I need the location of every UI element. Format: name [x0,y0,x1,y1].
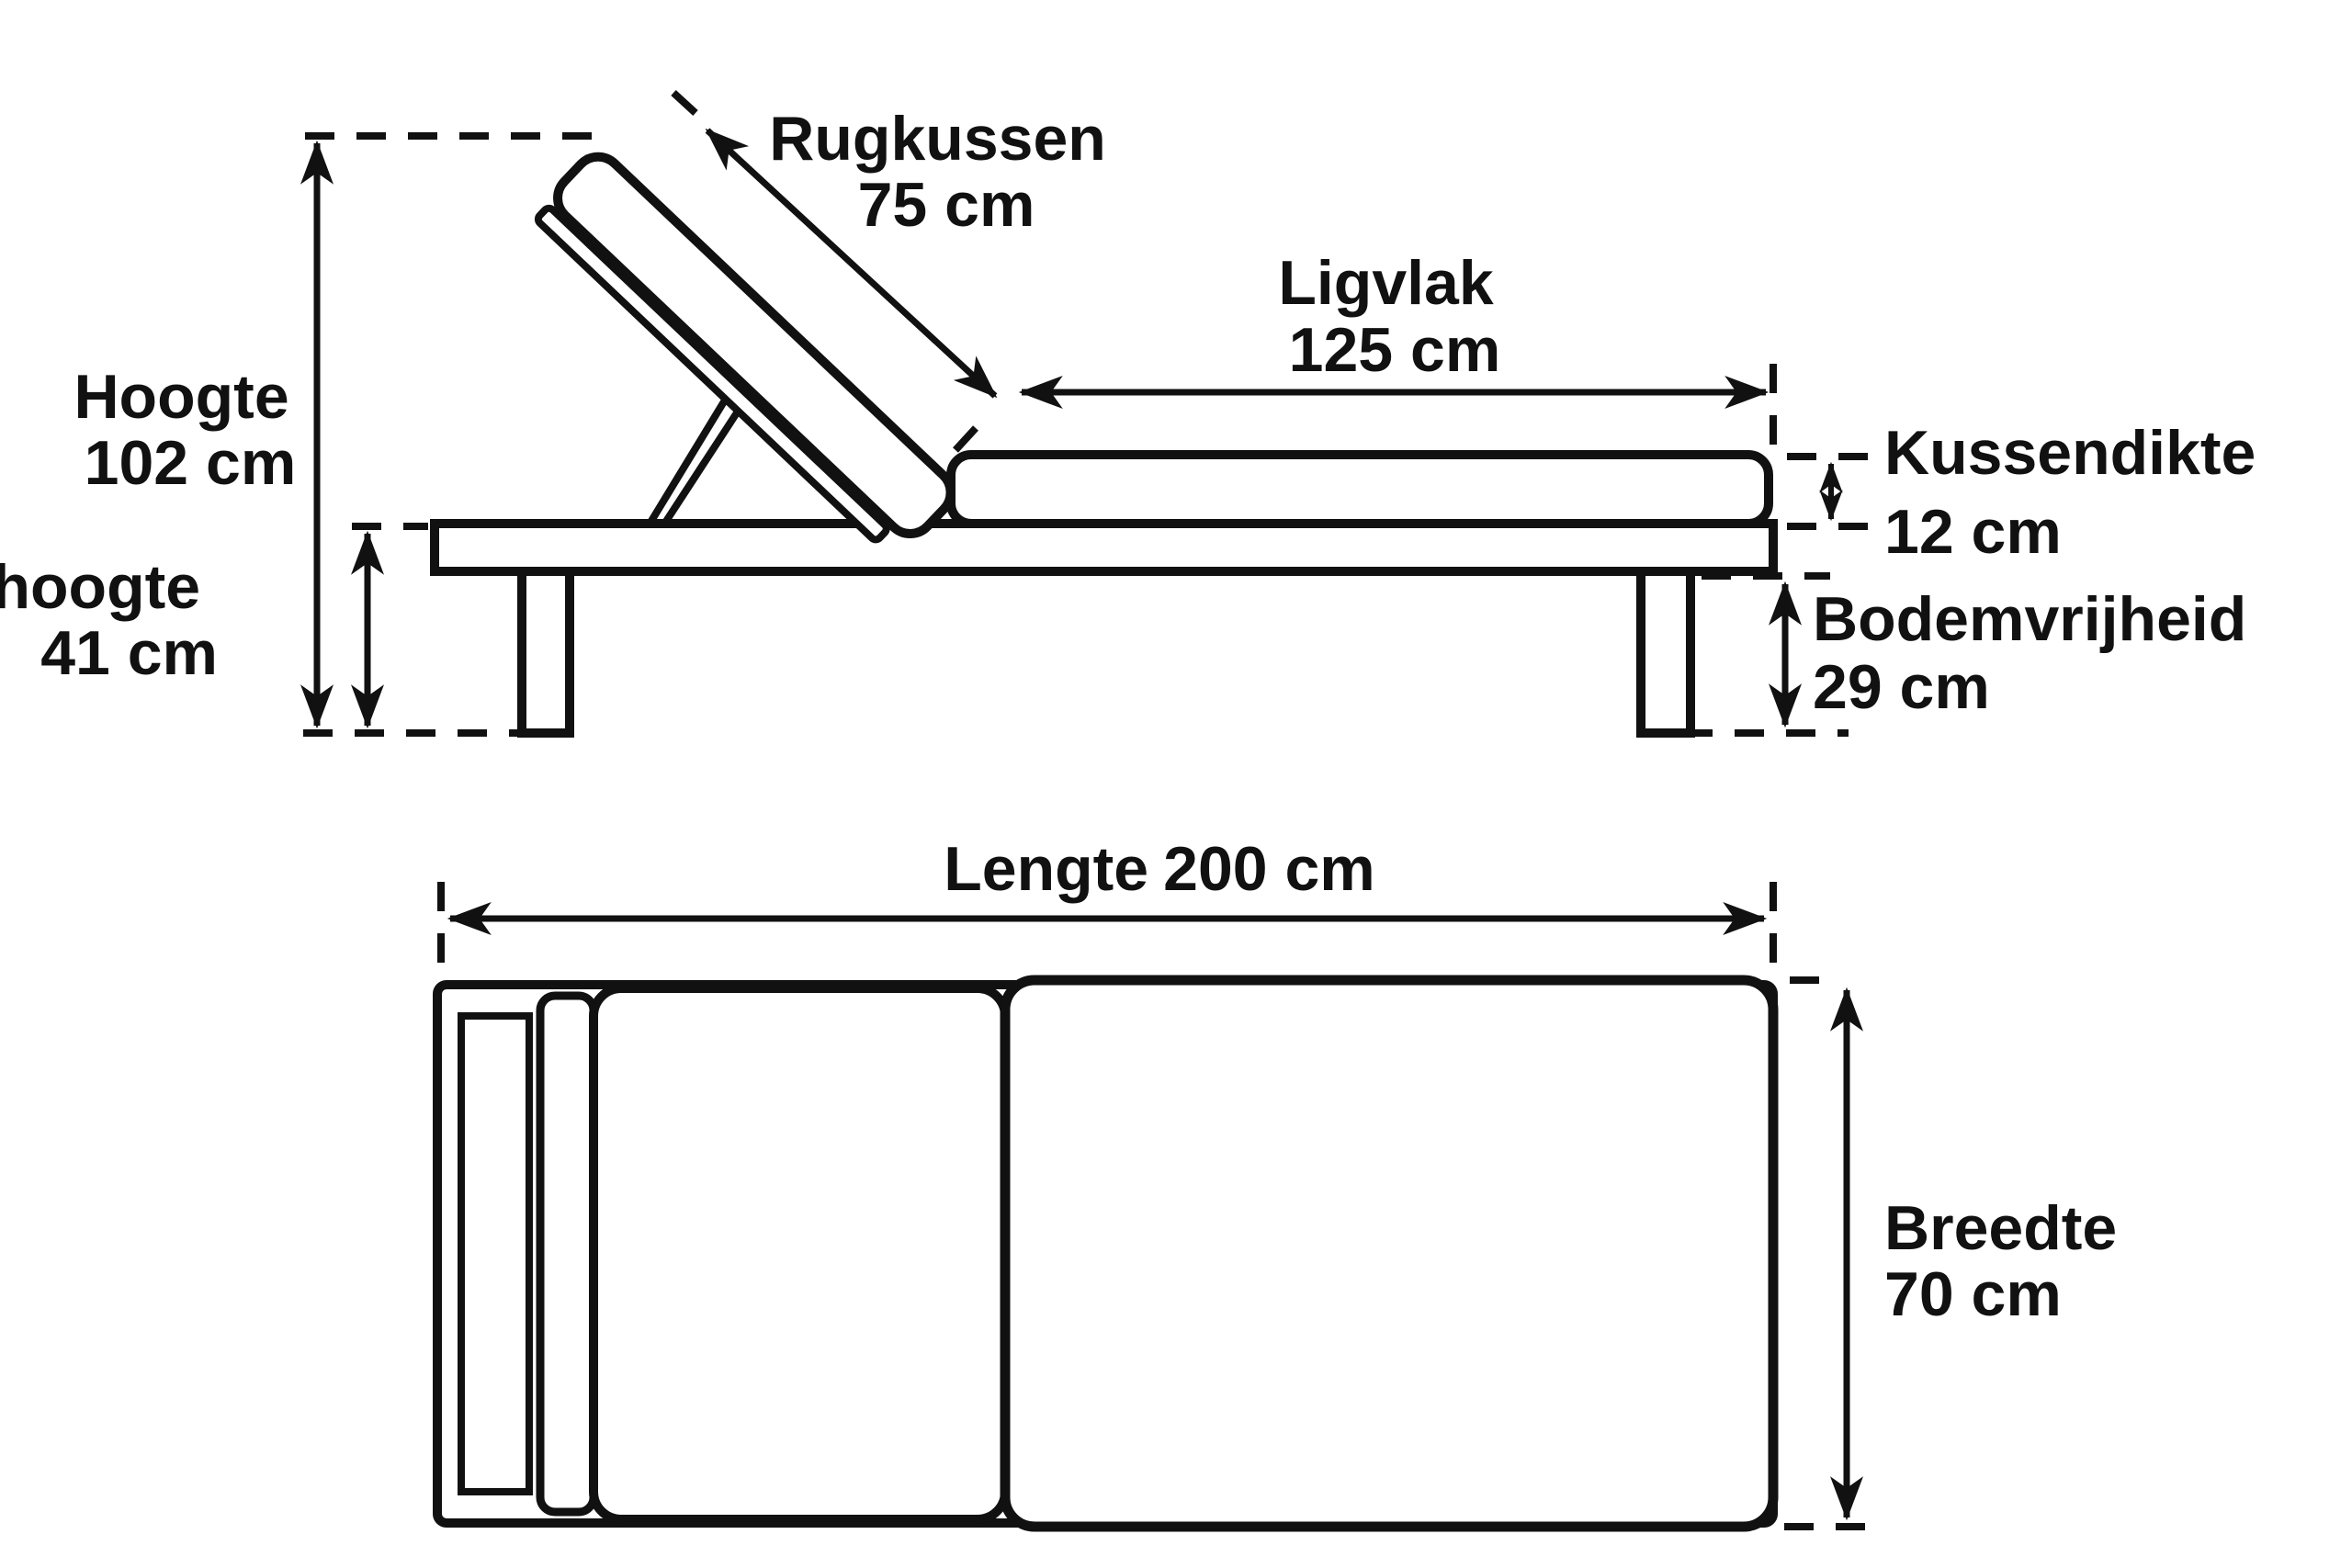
top-view [433,975,1779,1532]
dimension-bodemvrijheid: Bodemvrijheid 29 cm [1683,572,2264,737]
hoogte-label: Hoogte 102 cm [74,362,306,498]
rugkussen-label: Rugkussen 75 cm [769,104,1123,240]
side-view-leg-right [1636,567,1695,738]
top-view-frame-inner [458,1012,533,1495]
dimension-breedte: Breedte 70 cm [1784,976,2134,1530]
dimension-kussendikte: Kussendikte 12 cm [1787,418,2273,567]
side-view-leg-left [517,567,574,738]
side-view [430,152,1778,738]
ligvlak-label: Ligvlak 125 cm [1278,248,1510,385]
dimension-hoogte: Hoogte 102 cm [74,132,595,729]
rugkussen-tick-bottom [953,425,978,453]
top-view-seat-cushion [589,984,1010,1524]
top-view-lying-cushion [1000,975,1779,1532]
rugkussen-arrow [705,128,998,399]
top-view-backrest-edge [536,991,598,1517]
breedte-label: Breedte 70 cm [1884,1193,2134,1329]
bodemvrijheid-label: Bodemvrijheid 29 cm [1813,584,2264,722]
dimension-ligvlak: Ligvlak 125 cm [1018,248,1777,448]
dimension-rugkussen: Rugkussen 75 cm [671,90,1123,453]
side-view-frame-platform [430,519,1778,576]
rugkussen-tick-top [671,90,698,116]
kussendikte-label: Kussendikte 12 cm [1884,418,2273,567]
dimension-zithoogte: Zithoogte 41 cm [0,523,573,737]
lying-surface-cushion [946,450,1773,528]
backrest-strut [641,384,752,529]
zithoogte-label: Zithoogte 41 cm [0,552,218,688]
